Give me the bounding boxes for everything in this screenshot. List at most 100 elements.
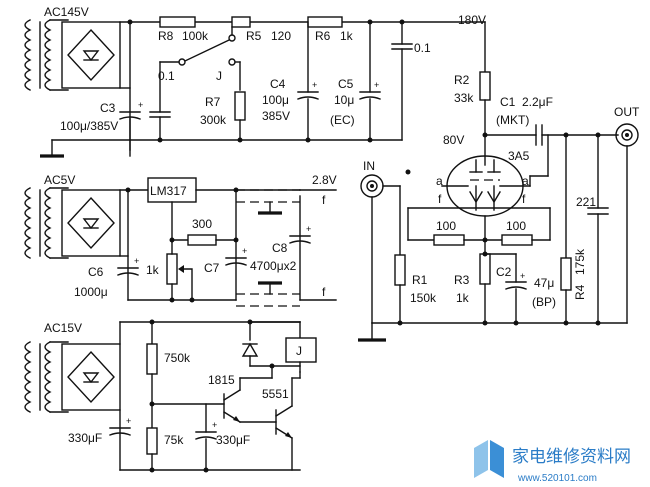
label-5551: 5551 [262, 387, 289, 401]
svg-text:+: + [212, 420, 217, 430]
label-r4-value: 175k [573, 248, 587, 275]
relay-transformer [24, 341, 69, 413]
label-a-left: a [436, 174, 443, 188]
label-c1-type: (MKT) [496, 113, 529, 127]
label-r1: R1 [412, 273, 428, 287]
capacitor-330uf-left: + [109, 416, 131, 436]
label-330uf-left: 330μF [68, 431, 102, 445]
label-r2-value: 33k [454, 91, 474, 105]
capacitor-c4: + [297, 21, 319, 141]
capacitor-c7: + [225, 246, 247, 266]
label-300: 300 [192, 217, 212, 231]
resistor-300 [187, 234, 217, 246]
label-ac15v: AC15V [44, 321, 82, 335]
svg-text:+: + [306, 224, 311, 234]
transistor-1815 [223, 377, 273, 423]
flyback-diode [241, 321, 259, 367]
label-c4-value1: 100μ [262, 93, 289, 107]
capacitor-330uf-right: + [195, 403, 217, 471]
label-c8-value: 4700μx2 [250, 259, 297, 273]
transistor-5551 [239, 371, 301, 471]
resistor-r1 [394, 254, 406, 286]
label-a-right: a [522, 174, 529, 188]
label-r7-value: 300k [200, 113, 227, 127]
watermark-title: 家电维修资料网 [512, 447, 631, 466]
resistor-75k [146, 427, 158, 455]
label-r3-value: 1k [456, 291, 470, 305]
label-c2: C2 [496, 265, 512, 279]
capacitor-0p1-right [391, 21, 413, 141]
label-f-right: f [522, 192, 526, 206]
filament-transformer [24, 187, 69, 259]
hv-bridge-rectifier [61, 21, 121, 89]
label-lm317: LM317 [150, 184, 187, 198]
label-r8-value: 100k [182, 29, 209, 43]
resistor-100-right [501, 234, 533, 246]
label-relay-j: J [296, 344, 302, 358]
capacitor-c5: + [359, 21, 381, 141]
label-2v8: 2.8V [312, 173, 337, 187]
label-100-left: 100 [436, 219, 456, 233]
label-ac5v: AC5V [44, 173, 75, 187]
relay-bridge-rectifier [61, 343, 121, 411]
label-c5-value: 10μ [334, 93, 354, 107]
capacitor-0p1-left [149, 61, 171, 141]
label-r1-value: 150k [410, 291, 437, 305]
label-r3: R3 [454, 273, 470, 287]
label-r2: R2 [454, 73, 470, 87]
capacitor-221 [587, 134, 609, 324]
label-r7: R7 [205, 95, 221, 109]
vacuum-tube-3a5 [441, 155, 531, 217]
filament-bridge-rectifier [61, 189, 121, 257]
label-c8: C8 [272, 241, 288, 255]
capacitor-c8-pair: + [236, 189, 311, 307]
svg-text:+: + [520, 271, 525, 281]
resistor-100-left [433, 234, 465, 246]
label-r6: R6 [315, 29, 331, 43]
label-c4-value2: 385V [262, 109, 290, 123]
svg-text:+: + [134, 256, 139, 266]
label-750k: 750k [164, 351, 191, 365]
potentiometer-1k [166, 239, 193, 301]
label-r5: R5 [246, 29, 262, 43]
resistor-r3 [479, 253, 491, 285]
label-c01-right: 0.1 [414, 41, 431, 55]
label-c2-value: 47μ [534, 276, 554, 290]
label-tube-3a5: 3A5 [508, 149, 530, 163]
capacitor-c2: + [505, 253, 527, 324]
label-330uf-right: 330μF [216, 433, 250, 447]
resistor-r4 [560, 134, 572, 324]
label-c3-value: 100μ/385V [60, 119, 118, 133]
input-jack [360, 174, 384, 324]
hv-transformer [24, 19, 69, 91]
label-ac145v: AC145V [44, 5, 89, 19]
relay-switch-j [159, 26, 241, 91]
label-75k: 75k [164, 433, 184, 447]
svg-text:+: + [242, 246, 247, 256]
label-r4: R4 [573, 284, 587, 300]
label-c3: C3 [100, 101, 116, 115]
resistor-750k [146, 343, 158, 375]
label-100-right: 100 [506, 219, 526, 233]
label-r5-value: 120 [271, 29, 291, 43]
svg-text:+: + [312, 80, 317, 90]
resistor-r8 [159, 16, 196, 28]
svg-text:+: + [126, 416, 131, 426]
label-c1: C1 [500, 95, 516, 109]
capacitor-c3: + [119, 100, 143, 141]
label-c4: C4 [270, 77, 286, 91]
label-r8: R8 [158, 29, 174, 43]
label-c01-left: 0.1 [158, 69, 175, 83]
label-c6: C6 [88, 265, 104, 279]
label-180v: 180V [458, 13, 486, 27]
label-r6-value: 1k [340, 29, 354, 43]
label-1815: 1815 [208, 373, 235, 387]
label-out: OUT [614, 105, 640, 119]
output-jack [615, 123, 639, 324]
resistor-r5 [231, 16, 251, 28]
label-c5-type: (EC) [330, 113, 355, 127]
label-f-bottom: f [322, 285, 326, 299]
label-c6-value: 1000μ [74, 285, 108, 299]
capacitor-c6: + [117, 256, 139, 276]
